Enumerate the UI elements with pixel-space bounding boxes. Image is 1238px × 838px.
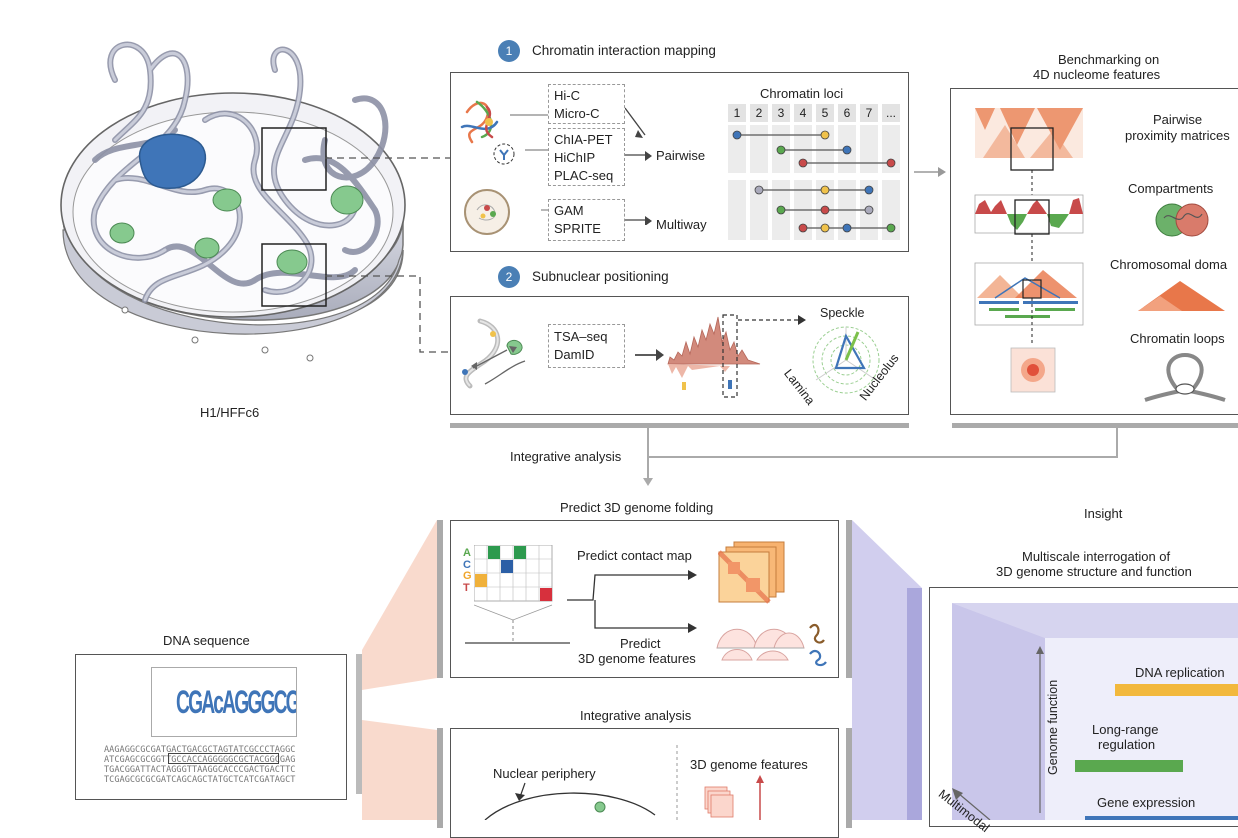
letter-c: C — [463, 558, 471, 571]
pairwise-matrices-title-1: Pairwise — [1153, 112, 1203, 127]
gene-expression-label: Gene expression — [1097, 795, 1196, 810]
insight-cube — [952, 603, 1238, 820]
compartments-icon — [1155, 203, 1209, 237]
benchmark-tracks — [974, 108, 1084, 393]
long-range-label-1: Long-range — [1092, 722, 1159, 737]
cell-connectors — [325, 157, 453, 353]
predict-bar-left — [437, 520, 443, 678]
positioning-methods: TSA–seq DamID — [548, 324, 625, 368]
dna-fan — [362, 520, 437, 820]
predict-bar-right — [846, 520, 852, 678]
method-hi-c: Hi-C — [554, 88, 580, 103]
predicted-contact-maps — [718, 541, 785, 604]
dna-replication-label: DNA replication — [1135, 665, 1225, 680]
domain-triangle-icon — [1138, 281, 1225, 311]
letter-g: G — [463, 570, 472, 582]
dna-bar — [356, 654, 362, 794]
integrative-illustration — [484, 745, 764, 820]
chromatin-loop-icon — [1144, 352, 1226, 402]
locus-8: ... — [882, 104, 900, 122]
dna-seq-line-3: TGACGGATTACTAGGGTTAAGGCACCCGACTGACTTC — [104, 765, 296, 775]
method-tsa-seq: TSA–seq — [554, 329, 608, 344]
position-radar — [812, 326, 880, 394]
letter-t: T — [463, 581, 470, 594]
sequence-logo: CGAcAGGGCGc — [151, 667, 297, 737]
predict-features-label-2: 3D genome features — [578, 651, 696, 666]
positioning-signal — [635, 314, 806, 398]
loci-interactions — [728, 125, 900, 240]
3d-genome-features-label: 3D genome features — [690, 757, 808, 772]
step-badge-2: 2 — [498, 266, 520, 288]
integrative-bar-right — [846, 728, 852, 828]
benchmark-title-1: Benchmarking on — [1058, 52, 1160, 67]
multiway-label: Multiway — [656, 217, 707, 232]
method-group-chia: ChIA-PET HiChIP PLAC-seq — [548, 128, 625, 186]
locus-5: 5 — [816, 104, 834, 122]
dna-sequence-lines: AAGAGGCGCGATGACTGACGCTAGTATCGCCCTAGGC AT… — [104, 745, 295, 785]
compartments-label: Compartments — [1128, 181, 1214, 196]
integrative-connector — [643, 428, 1118, 486]
predict-features-label-1: Predict — [620, 636, 661, 651]
speckle-label: Speckle — [820, 306, 865, 320]
locus-3: 3 — [772, 104, 790, 122]
chromosomal-domains-label: Chromosomal doma — [1110, 257, 1228, 272]
method-group-gam: GAM SPRITE — [548, 199, 625, 241]
predict-contact-map-label: Predict contact map — [577, 548, 692, 563]
integrative-bottom-title: Integrative analysis — [580, 708, 692, 723]
locus-2: 2 — [750, 104, 768, 122]
method-hichip: HiChIP — [554, 150, 596, 165]
nucleotide-letters: A C G T — [463, 547, 472, 594]
locus-1: 1 — [728, 104, 746, 122]
predicted-features-icon — [716, 623, 827, 667]
dna-sequence-panel — [75, 654, 347, 800]
letter-a: A — [463, 547, 471, 559]
nuclear-periphery-label: Nuclear periphery — [493, 766, 596, 781]
method-arrowheads — [635, 130, 652, 225]
section-bar-left — [450, 423, 909, 428]
cell-line-label: H1/HFFc6 — [200, 405, 260, 420]
step-badge-1: 1 — [498, 40, 520, 62]
integrative-analysis-label: Integrative analysis — [510, 449, 622, 464]
section-bar-right — [952, 423, 1238, 428]
locus-4: 4 — [794, 104, 812, 122]
dna-seq-line-2: ATCGAGCGCGGTTGCCACCAGGGGGCGCTACGGCGAG — [104, 755, 296, 765]
predict-title: Predict 3D genome folding — [560, 500, 714, 515]
benchmark-arrow — [914, 167, 946, 177]
method-gam: GAM — [554, 203, 584, 218]
sequence-logo-letters: CGAcAGGGCGc — [176, 684, 297, 720]
genome-function-axis-label: Genome function — [1046, 679, 1060, 775]
nucleus-illustration — [60, 41, 406, 362]
locus-6: 6 — [838, 104, 856, 122]
insight-fan — [852, 520, 922, 820]
onehot-grid — [474, 545, 553, 643]
method-group-hic: Hi-C Micro-C — [548, 84, 625, 124]
benchmark-title-2: 4D nucleome features — [1033, 67, 1161, 82]
method-plac-seq: PLAC-seq — [554, 168, 614, 183]
chromatin-loops-label: Chromatin loops — [1130, 331, 1225, 346]
motif-highlight — [168, 753, 279, 764]
locus-7: 7 — [860, 104, 878, 122]
dna-seq-line-4: TCGAGCGCGCGATCAGCAGCTATGCTCATCGATAGCT — [104, 775, 296, 785]
section2-title: Subnuclear positioning — [532, 269, 669, 284]
method-damid: DamID — [554, 347, 595, 362]
method-chia-pet: ChIA-PET — [554, 132, 613, 147]
insight-sub-2: 3D genome structure and function — [996, 564, 1192, 579]
pairwise-label: Pairwise — [656, 148, 706, 163]
insight-sub-1: Multiscale interrogation of — [1022, 549, 1171, 564]
integrative-bar-left — [437, 728, 443, 828]
method-sprite: SPRITE — [554, 221, 601, 236]
dna-sequence-title: DNA sequence — [163, 633, 250, 648]
interaction-icons — [460, 100, 515, 235]
predict-arrows — [465, 570, 697, 644]
dna-seq-line-1: AAGAGGCGCGATGACTGACGCTAGTATCGCCCTAGGC — [104, 745, 296, 755]
chromatin-loci-title: Chromatin loci — [760, 86, 844, 101]
long-range-label-2: regulation — [1098, 737, 1156, 752]
insight-title: Insight — [1084, 506, 1123, 521]
pairwise-matrices-title-2: proximity matrices — [1125, 128, 1230, 143]
positioning-illustration — [462, 318, 526, 389]
section1-title: Chromatin interaction mapping — [532, 43, 716, 58]
method-micro-c: Micro-C — [554, 106, 600, 121]
